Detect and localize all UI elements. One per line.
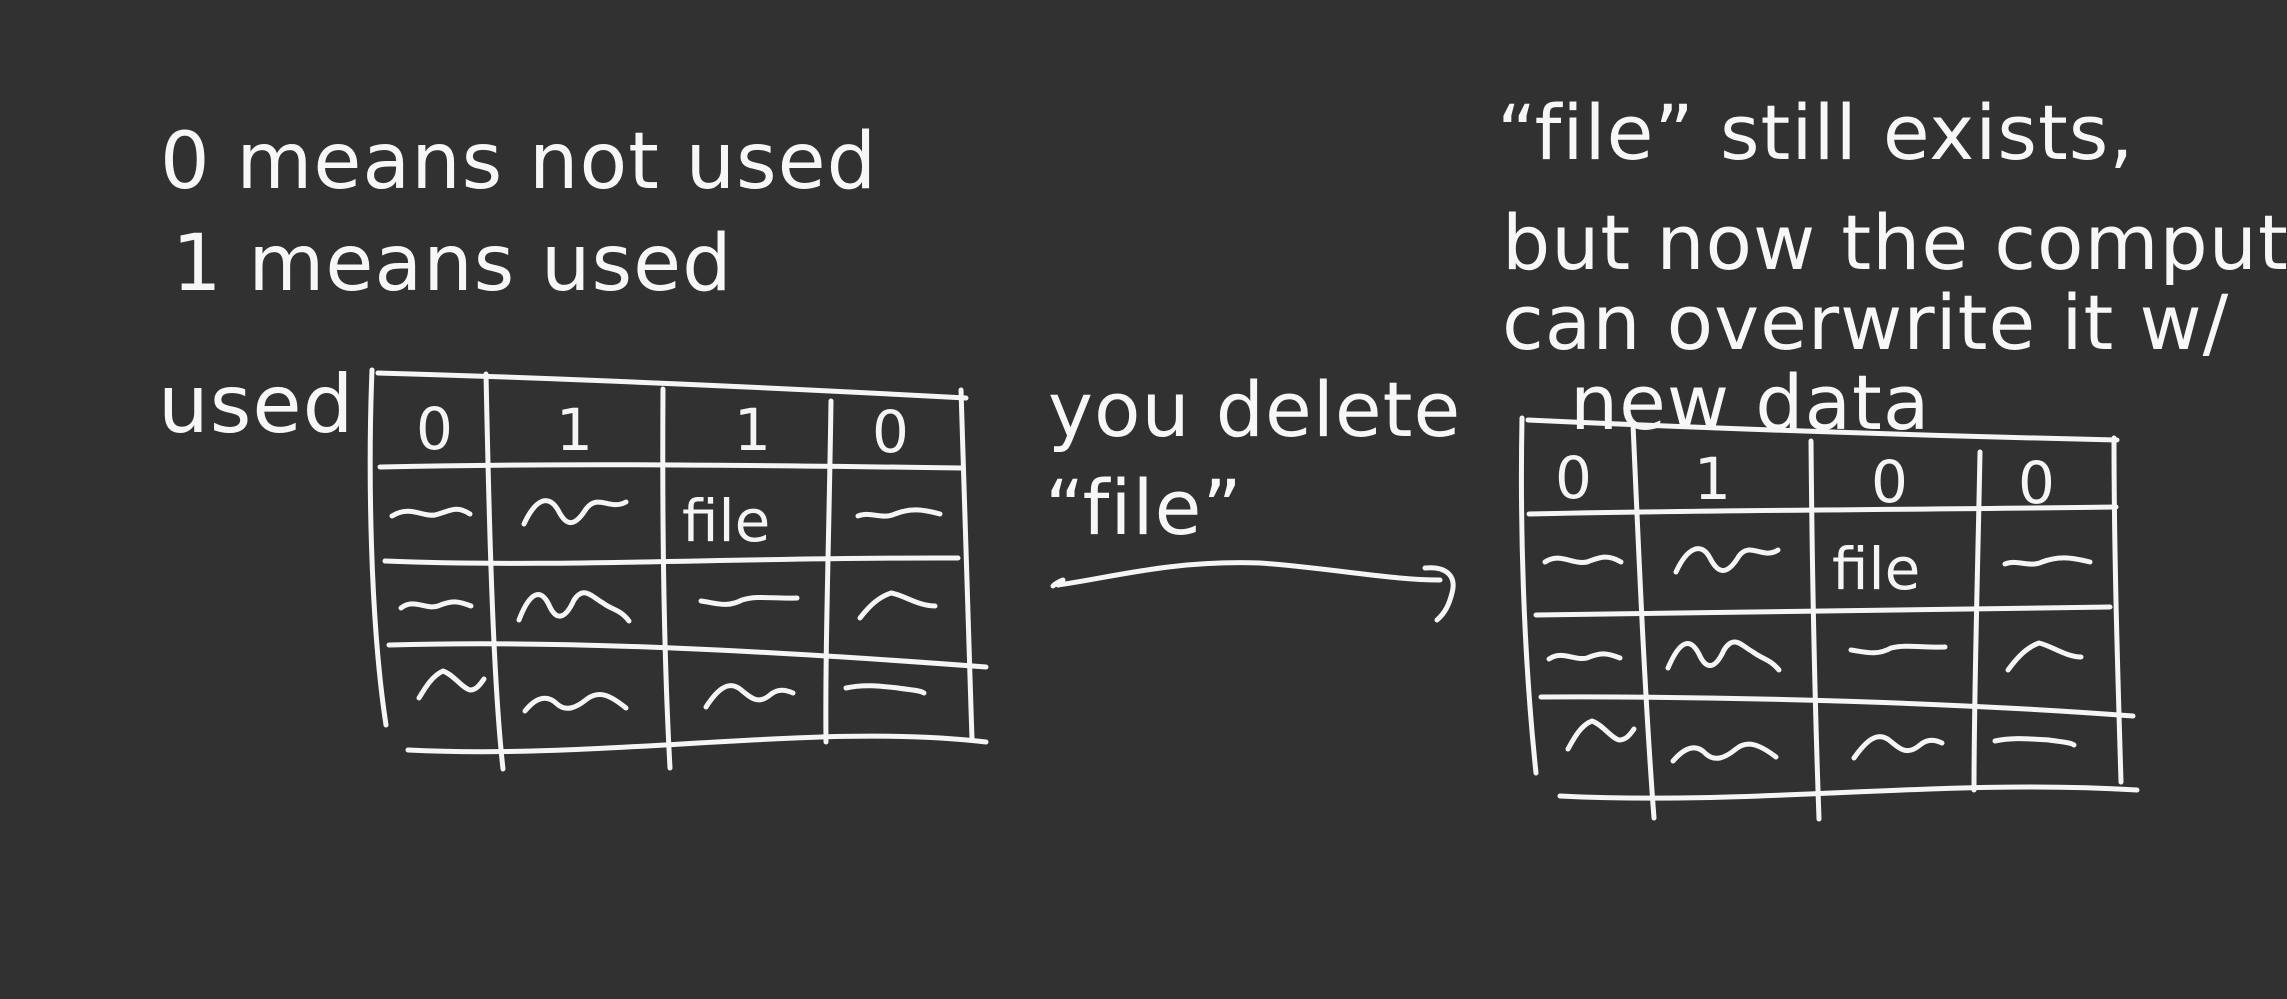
right-squiggle-r2-c3 <box>1848 643 1948 656</box>
left-table-border-right <box>958 387 975 742</box>
right-note-line-3: can overwrite it w/ <box>1502 278 2230 367</box>
left-header-0: 0 <box>416 395 453 463</box>
arrow-head <box>1422 565 1456 623</box>
delete-arrow <box>1050 560 1456 623</box>
right-header-0: 0 <box>1555 444 1592 512</box>
left-squiggle-r2-c3 <box>698 594 800 607</box>
right-squiggle-r2-c1 <box>1546 651 1623 662</box>
left-squiggle-r1-c4 <box>855 507 943 519</box>
right-table-divider-1 <box>1630 421 1657 821</box>
right-table-border-top <box>1525 417 2120 443</box>
right-file-cell: file <box>1832 535 1920 603</box>
left-header-2: 1 <box>734 396 771 464</box>
right-squiggle-r1-c1 <box>1542 554 1624 565</box>
right-table-row-line-2 <box>1533 604 2113 618</box>
arrow-label-line-2: “file” <box>1045 463 1243 552</box>
right-squiggle-r3-c4 <box>1992 736 2077 748</box>
left-squiggle-r2-c2 <box>516 590 632 624</box>
left-table: 0 1 1 0 file <box>367 367 989 772</box>
legend-line-0: 0 means not used <box>160 117 878 207</box>
left-squiggle-r1-c2 <box>521 498 629 527</box>
right-table-row-line-3 <box>1538 694 2136 719</box>
right-header-1: 1 <box>1694 445 1731 513</box>
right-table: 0 1 0 0 file <box>1518 415 2140 822</box>
right-squiggle-r3-c1 <box>1565 718 1637 752</box>
left-squiggle-r3-c4 <box>843 683 927 696</box>
left-header-1: 1 <box>556 396 593 464</box>
left-squiggle-r3-c1 <box>416 668 487 701</box>
left-table-divider-2 <box>660 386 673 771</box>
right-header-3: 0 <box>2018 449 2055 517</box>
right-table-border-right <box>2111 435 2124 785</box>
right-squiggle-r1-c4 <box>2002 555 2093 567</box>
right-squiggle-r2-c2 <box>1665 639 1782 673</box>
left-table-border-bottom <box>405 733 989 755</box>
right-squiggle-r3-c3 <box>1851 734 1945 761</box>
left-table-divider-1 <box>483 371 506 772</box>
left-file-cell: file <box>682 487 770 555</box>
left-squiggle-r2-c1 <box>398 599 474 611</box>
left-table-border-left <box>367 367 389 728</box>
right-table-border-left <box>1518 415 1539 776</box>
arrow-label-line-1: you delete <box>1048 365 1462 454</box>
right-table-row-line-1 <box>1526 504 2119 517</box>
left-table-row-line-3 <box>386 641 989 670</box>
right-table-border-bottom <box>1557 784 2140 801</box>
left-squiggle-r2-c4 <box>857 590 938 621</box>
left-header-3: 0 <box>872 398 909 466</box>
left-table-row-line-1 <box>377 462 965 471</box>
right-header-2: 0 <box>1871 448 1908 516</box>
left-table-row-line-2 <box>382 555 961 566</box>
arrow-tail <box>1050 577 1066 589</box>
left-squiggle-r3-c3 <box>703 683 796 710</box>
right-note-line-2: but now the computer <box>1502 198 2287 287</box>
left-table-divider-3 <box>823 398 834 745</box>
left-squiggle-r1-c1 <box>389 506 473 519</box>
right-table-divider-3 <box>1971 449 1983 793</box>
right-squiggle-r3-c2 <box>1670 741 1779 764</box>
right-table-divider-2 <box>1808 438 1822 822</box>
left-table-border-top <box>375 370 969 401</box>
left-table-row-label: used <box>158 358 355 451</box>
right-squiggle-r1-c2 <box>1673 546 1781 575</box>
legend-line-1: 1 means used <box>172 219 733 309</box>
left-squiggle-r3-c2 <box>522 691 629 714</box>
arrow-shaft <box>1055 560 1443 588</box>
right-squiggle-r2-c4 <box>2005 640 2084 673</box>
right-note-line-1: “file” still exists, <box>1497 88 2135 177</box>
